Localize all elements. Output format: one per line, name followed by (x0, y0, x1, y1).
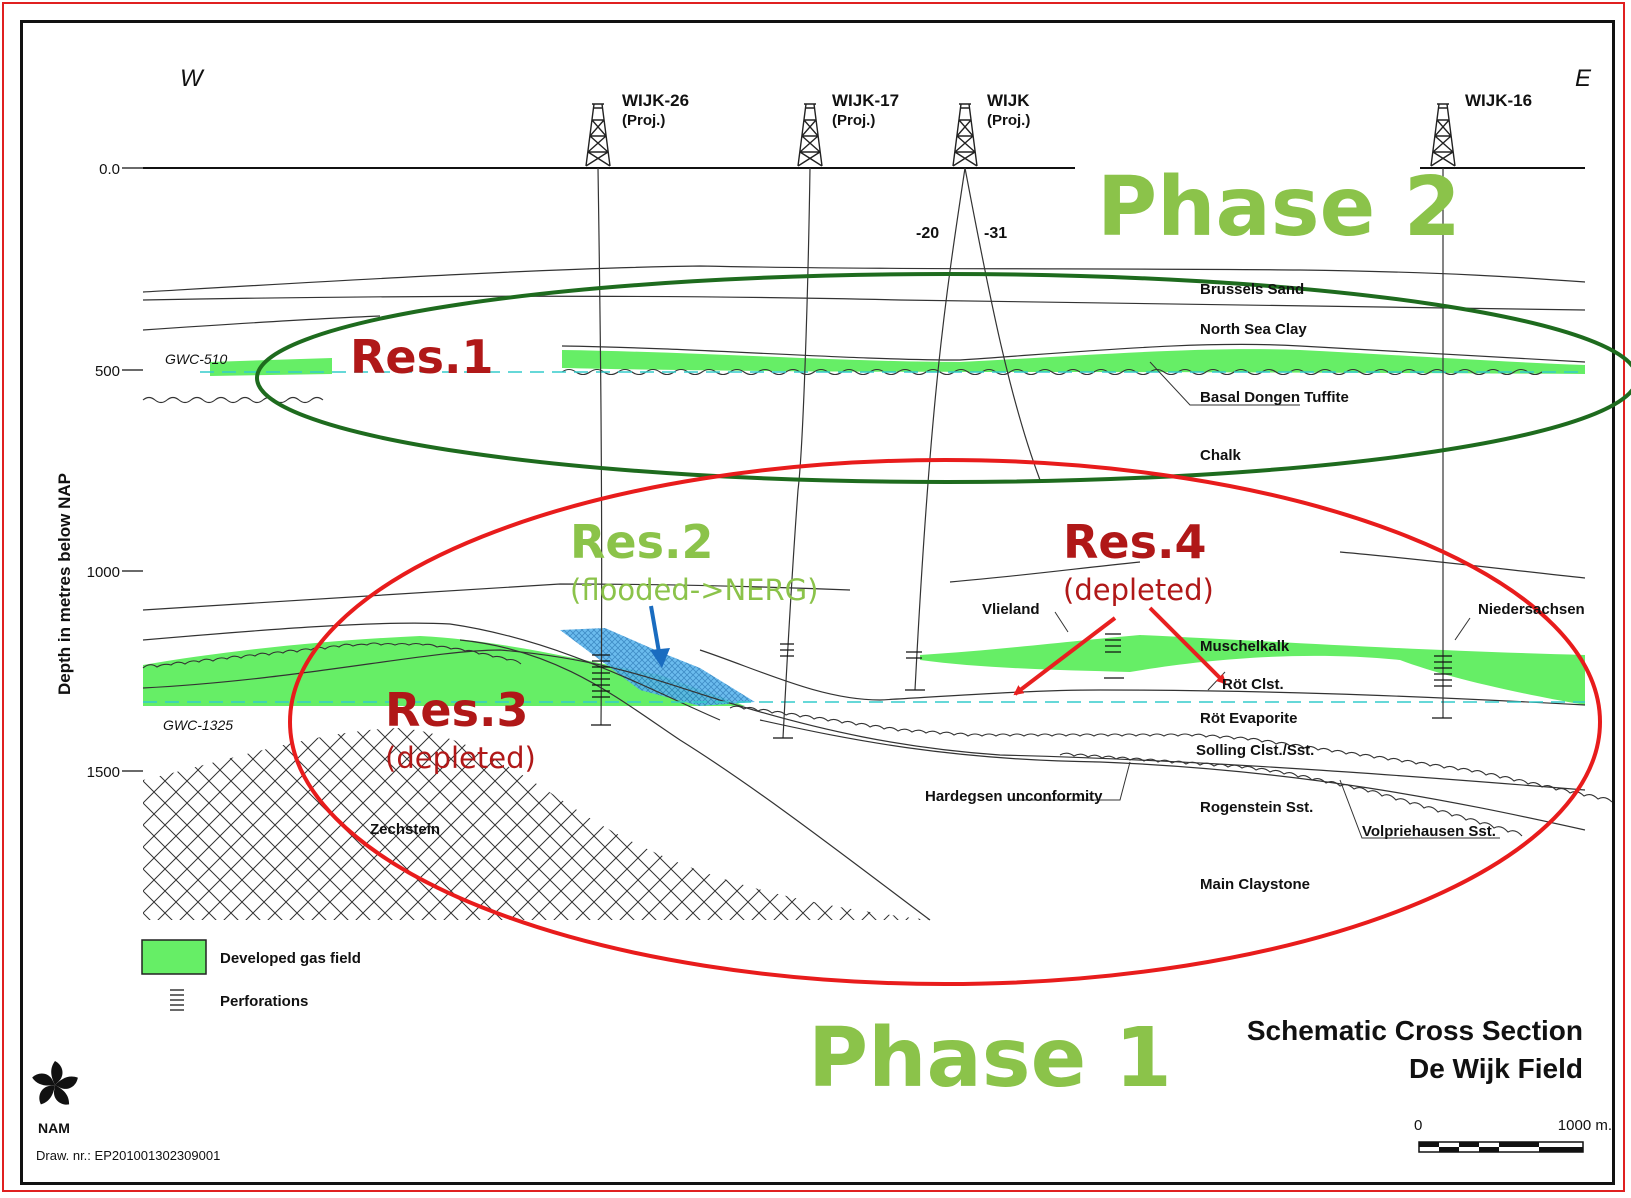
compass-east: E (1575, 65, 1592, 92)
well-name-wijk26: WIJK-26 (622, 91, 689, 110)
gas-field-upper-east (562, 349, 1585, 374)
axis-tick-0: 0.0 (99, 161, 120, 178)
res3-label: Res.3 (385, 683, 528, 737)
phase2-label: Phase 2 (1097, 160, 1461, 255)
label-volpriehausen: Volpriehausen Sst. (1362, 823, 1496, 840)
zechstein-salt (143, 728, 930, 920)
label-main-claystone: Main Claystone (1200, 876, 1310, 893)
legend-perforation-icon (170, 989, 184, 1011)
label-basal-dongen: Basal Dongen Tuffite (1200, 389, 1349, 406)
well-note-wijk26: (Proj.) (622, 112, 665, 129)
axis-tick-500: 500 (95, 363, 120, 380)
well-name-wijk17: WIJK-17 (832, 91, 899, 110)
branch-label-31: -31 (984, 225, 1007, 242)
derrick-icon (1430, 103, 1456, 167)
well-trajectories (597, 167, 1444, 739)
res2-note: (flooded->NERG) (570, 573, 818, 607)
label-vlieland: Vlieland (982, 601, 1040, 618)
nam-logo-icon (32, 1061, 78, 1105)
legend-perforations-label: Perforations (220, 993, 308, 1010)
label-muschelkalk: Muschelkalk (1200, 638, 1290, 655)
compass-west: W (180, 65, 205, 92)
res3-note: (depleted) (385, 741, 536, 775)
gwc-upper-label: GWC-510 (165, 351, 227, 367)
gwc-lower-label: GWC-1325 (163, 717, 233, 733)
well-name-wijk16: WIJK-16 (1465, 91, 1532, 110)
label-solling: Solling Clst./Sst. (1196, 742, 1314, 759)
axis-tick-1000: 1000 (87, 564, 120, 581)
res4-label: Res.4 (1063, 515, 1206, 569)
gas-field-lower-east (920, 635, 1585, 705)
drawing-number: Draw. nr.: EP201001302309001 (36, 1148, 220, 1163)
branch-label-20: -20 (916, 225, 939, 242)
derrick-icon (585, 103, 611, 167)
scale-end: 1000 m. (1558, 1117, 1612, 1134)
res1-label: Res.1 (350, 330, 493, 384)
phase1-ellipse (288, 458, 1602, 986)
phase1-label: Phase 1 (808, 1011, 1172, 1106)
phase2-ellipse (255, 272, 1631, 484)
label-rogenstein: Rogenstein Sst. (1200, 799, 1313, 816)
label-brussels-sand: Brussels Sand (1200, 281, 1304, 298)
well-note-wijk17: (Proj.) (832, 112, 875, 129)
title-line1: Schematic Cross Section (1247, 1015, 1583, 1046)
axis-tick-1500: 1500 (87, 764, 120, 781)
company-name: NAM (38, 1120, 70, 1136)
label-zechstein: Zechstein (370, 821, 440, 838)
well-end-ticks (591, 677, 1452, 739)
res4-arrow-left (1013, 616, 1117, 696)
label-niedersachsen: Niedersachsen (1478, 601, 1585, 618)
legend-gas-label: Developed gas field (220, 950, 361, 967)
label-north-sea-clay: North Sea Clay (1200, 321, 1307, 338)
label-rot-evaporite: Röt Evaporite (1200, 710, 1298, 727)
axis-label: Depth in metres below NAP (55, 473, 74, 695)
res2-arrowhead (650, 648, 670, 668)
derrick-icon (797, 103, 823, 167)
depth-axis (122, 167, 143, 772)
derrick-icons (585, 103, 1456, 167)
leader-lines (1008, 361, 1500, 839)
perforation-marks (592, 633, 1452, 698)
title-line2: De Wijk Field (1409, 1053, 1583, 1084)
unconformity-lines (142, 368, 1613, 837)
scale-start: 0 (1414, 1117, 1422, 1134)
drawing-border (20, 20, 1615, 1185)
res4-note: (depleted) (1063, 573, 1214, 607)
well-name-wijk: WIJK (987, 91, 1030, 110)
derrick-icon (952, 103, 978, 167)
res4-arrow-right (1148, 606, 1227, 685)
flooded-zone (560, 628, 755, 706)
label-hardegsen: Hardegsen unconformity (925, 788, 1103, 805)
label-chalk: Chalk (1200, 447, 1242, 464)
gas-field-upper-west (210, 358, 332, 376)
label-rot-clst: Röt Clst. (1222, 676, 1284, 693)
scale-bar (1418, 1141, 1584, 1153)
res2-label: Res.2 (570, 515, 713, 569)
well-note-wijk: (Proj.) (987, 112, 1030, 129)
legend-gas-swatch (141, 939, 207, 975)
